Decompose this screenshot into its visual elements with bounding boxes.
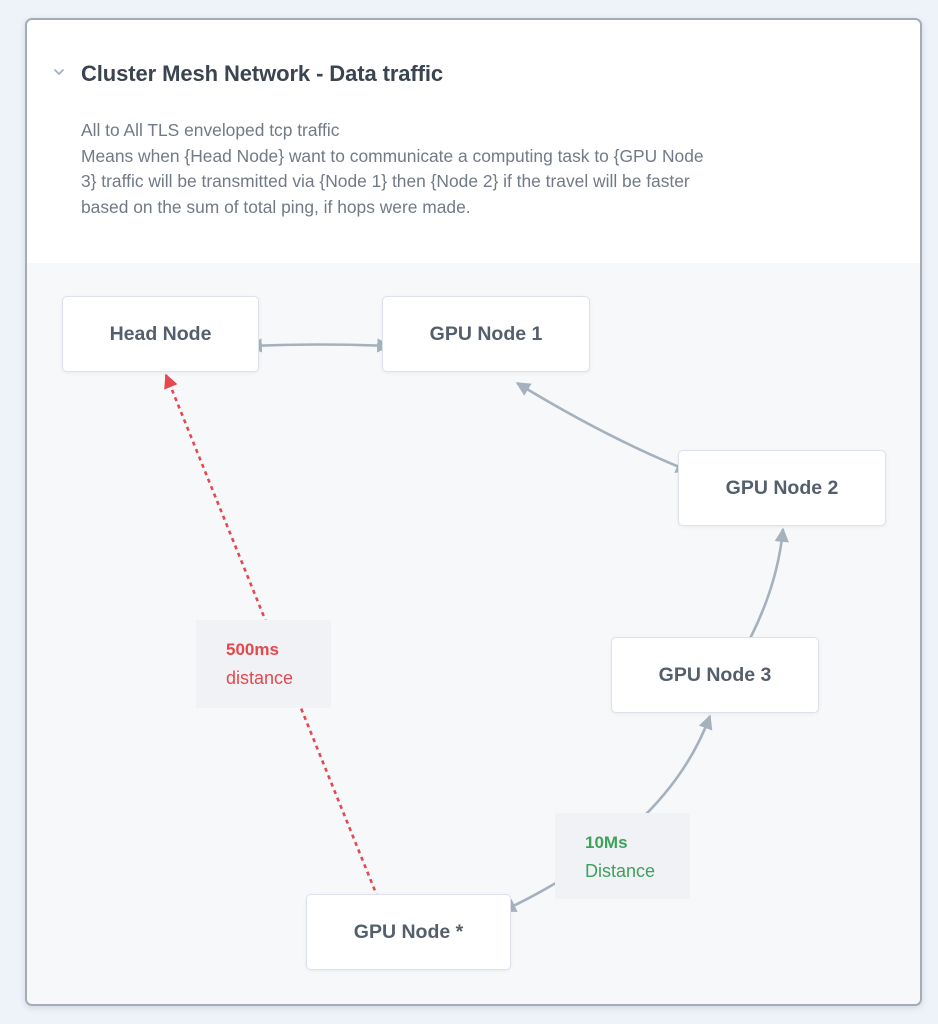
chevron-down-icon[interactable] <box>53 66 65 78</box>
node-gpu-star[interactable]: GPU Node * <box>306 894 511 970</box>
edge-label-slow: 500ms distance <box>196 620 331 708</box>
node-gpu-3[interactable]: GPU Node 3 <box>611 637 819 713</box>
description-line: All to All TLS enveloped tcp traffic <box>81 120 340 140</box>
node-label: GPU Node 2 <box>725 476 839 499</box>
edge-label-fast: 10Ms Distance <box>555 813 690 899</box>
edge-gpu1-gpu2 <box>515 381 691 473</box>
node-label: GPU Node 3 <box>658 663 772 686</box>
panel-title[interactable]: Cluster Mesh Network - Data traffic <box>81 61 444 86</box>
latency-unit: Distance <box>585 861 656 881</box>
latency-unit: distance <box>226 668 294 688</box>
latency-value: 10Ms <box>585 833 628 852</box>
node-head[interactable]: Head Node <box>62 296 259 372</box>
diagram-canvas: Head Node GPU Node 1 GPU Node 2 GPU Node… <box>27 263 920 1004</box>
panel-header: Cluster Mesh Network - Data traffic All … <box>27 20 920 263</box>
latency-value: 500ms <box>226 640 279 659</box>
node-label: Head Node <box>109 322 212 345</box>
description-line: 3} traffic will be transmitted via {Node… <box>81 171 690 191</box>
node-label: GPU Node * <box>353 920 464 943</box>
edge-head-gpu1 <box>247 338 392 353</box>
description-line: Means when {Head Node} want to communica… <box>81 145 704 166</box>
network-panel: Cluster Mesh Network - Data traffic All … <box>25 18 922 1006</box>
node-label: GPU Node 1 <box>429 322 543 345</box>
edges-layer <box>164 338 789 915</box>
description-line: based on the sum of total ping, if hops … <box>81 196 471 217</box>
node-gpu-2[interactable]: GPU Node 2 <box>678 450 886 526</box>
node-gpu-1[interactable]: GPU Node 1 <box>382 296 590 372</box>
panel-description: All to All TLS enveloped tcp traffic Mea… <box>81 118 871 220</box>
